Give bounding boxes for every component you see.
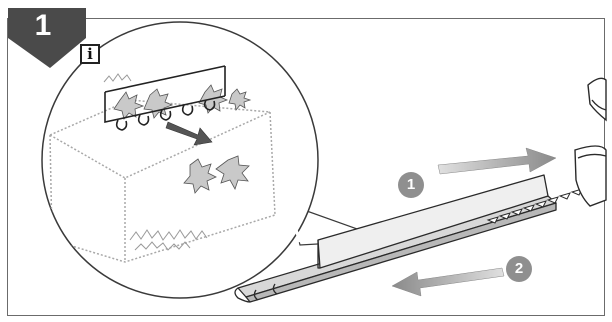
arrow-left bbox=[392, 268, 504, 296]
callout-2: 2 bbox=[506, 256, 532, 282]
trimmer-body bbox=[575, 78, 606, 206]
callout-1: 1 bbox=[398, 172, 424, 198]
info-icon: i bbox=[80, 44, 100, 64]
arrow-right bbox=[438, 148, 556, 174]
step-number: 1 bbox=[28, 11, 58, 41]
